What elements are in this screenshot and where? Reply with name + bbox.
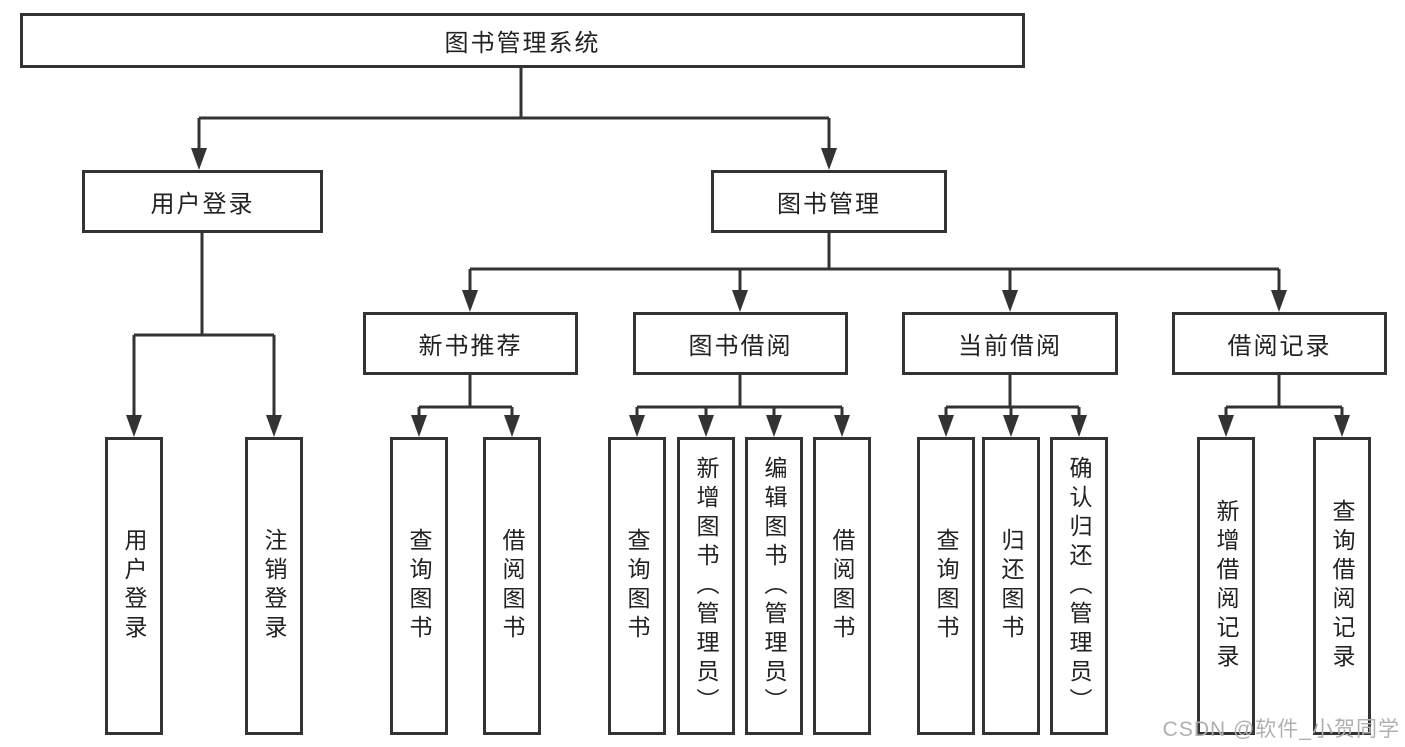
leaf-query-books-current: 查询图书 bbox=[917, 437, 975, 735]
edge-book-borrowing-to-leaves bbox=[629, 375, 850, 437]
node-borrowing-records: 借阅记录 bbox=[1172, 312, 1387, 375]
watermark: CSDN @软件_小贺同学 bbox=[1162, 718, 1400, 741]
edge-current-borrowing-to-leaves bbox=[938, 375, 1087, 437]
node-book-management: 图书管理 bbox=[711, 170, 947, 233]
leaf-query-borrow-record: 查询借阅记录 bbox=[1313, 437, 1371, 735]
node-new-book-recommendation: 新书推荐 bbox=[363, 312, 578, 375]
leaf-borrow-books-recommend: 借阅图书 bbox=[483, 437, 541, 735]
leaf-user-login: 用户登录 bbox=[105, 437, 163, 735]
edge-user-login-to-leaves bbox=[126, 233, 282, 437]
edge-root-to-level2 bbox=[191, 68, 837, 170]
leaf-add-borrow-record: 新增借阅记录 bbox=[1197, 437, 1255, 735]
leaf-add-book-admin: 新增图书（管理员） bbox=[677, 437, 735, 735]
node-root: 图书管理系统 bbox=[20, 13, 1025, 68]
edge-new-book-recommendation-to-leaves bbox=[411, 375, 520, 437]
node-book-borrowing: 图书借阅 bbox=[633, 312, 848, 375]
leaf-borrow-books-borrowing: 借阅图书 bbox=[813, 437, 871, 735]
edge-borrowing-records-to-leaves bbox=[1218, 375, 1350, 437]
node-user-login: 用户登录 bbox=[82, 170, 323, 233]
leaf-query-books-recommend: 查询图书 bbox=[390, 437, 448, 735]
leaf-query-books-borrowing: 查询图书 bbox=[608, 437, 666, 735]
leaf-edit-book-admin: 编辑图书（管理员） bbox=[745, 437, 803, 735]
edge-book-management-to-level3 bbox=[462, 233, 1287, 312]
leaf-logout: 注销登录 bbox=[245, 437, 303, 735]
leaf-return-books: 归还图书 bbox=[982, 437, 1040, 735]
node-current-borrowing: 当前借阅 bbox=[902, 312, 1118, 375]
leaf-confirm-return-admin: 确认归还（管理员） bbox=[1050, 437, 1108, 735]
